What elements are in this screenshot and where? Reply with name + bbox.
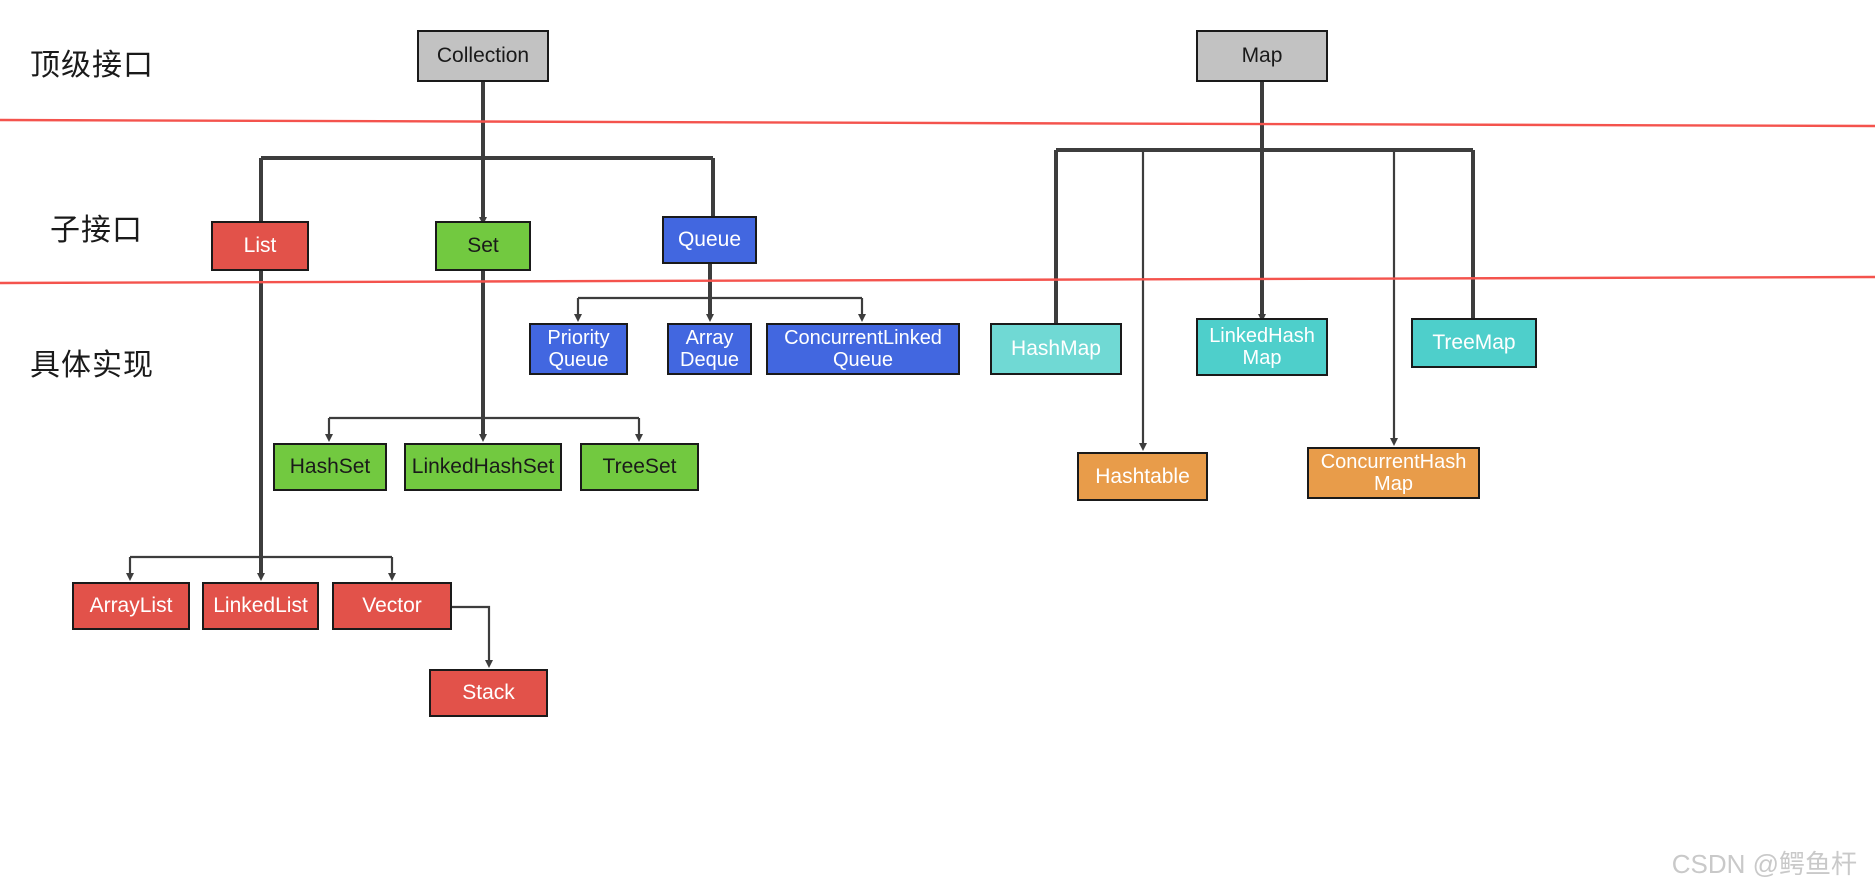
node-label-array-deque: Array Deque	[680, 326, 739, 371]
node-label-map: Map	[1241, 44, 1283, 68]
node-queue[interactable]: Queue	[662, 216, 757, 264]
node-map[interactable]: Map	[1196, 30, 1328, 82]
section-divider-divider-top	[0, 118, 1875, 128]
node-linkedhashmap[interactable]: LinkedHash Map	[1196, 318, 1328, 376]
node-label-collection: Collection	[436, 44, 530, 68]
node-label-treemap: TreeMap	[1432, 331, 1516, 355]
node-treeset[interactable]: TreeSet	[580, 443, 699, 491]
node-array-deque[interactable]: Array Deque	[667, 323, 752, 375]
node-label-priority-queue: Priority Queue	[547, 326, 610, 371]
node-label-concurrent-linked-queue: ConcurrentLinked Queue	[784, 326, 942, 371]
node-label-linkedhashset: LinkedHashSet	[411, 455, 555, 479]
node-concurrenthashmap[interactable]: ConcurrentHash Map	[1307, 447, 1480, 499]
node-arraylist[interactable]: ArrayList	[72, 582, 190, 630]
node-hashtable[interactable]: Hashtable	[1077, 452, 1208, 501]
node-set[interactable]: Set	[435, 221, 531, 271]
watermark: CSDN @鳄鱼杆	[1671, 849, 1857, 879]
node-stack[interactable]: Stack	[429, 669, 548, 717]
section-divider-divider-mid	[0, 275, 1875, 285]
node-label-linkedlist: LinkedList	[213, 594, 308, 618]
node-label-hashmap: HashMap	[1011, 337, 1101, 361]
node-linkedlist[interactable]: LinkedList	[202, 582, 319, 630]
node-label-queue: Queue	[677, 228, 742, 252]
node-label-concurrenthashmap: ConcurrentHash Map	[1320, 450, 1467, 495]
node-hashmap[interactable]: HashMap	[990, 323, 1122, 375]
node-label-hashtable: Hashtable	[1095, 464, 1190, 488]
row-label-top-interface: 顶级接口	[30, 49, 154, 82]
node-collection[interactable]: Collection	[417, 30, 549, 82]
node-concurrent-linked-queue[interactable]: ConcurrentLinked Queue	[766, 323, 960, 375]
row-label-sub-interface: 子接口	[50, 214, 143, 247]
node-linkedhashset[interactable]: LinkedHashSet	[404, 443, 562, 491]
node-label-stack: Stack	[462, 681, 515, 705]
node-treemap[interactable]: TreeMap	[1411, 318, 1537, 368]
node-label-set: Set	[467, 234, 499, 258]
edge-vector-to-stack	[452, 605, 493, 668]
row-label-implementation: 具体实现	[30, 349, 154, 382]
node-label-arraylist: ArrayList	[89, 594, 173, 618]
node-label-list: List	[243, 234, 277, 258]
node-label-vector: Vector	[362, 594, 422, 618]
node-list[interactable]: List	[211, 221, 309, 271]
node-vector[interactable]: Vector	[332, 582, 452, 630]
node-label-hashset: HashSet	[289, 455, 371, 479]
node-label-linkedhashmap: LinkedHash Map	[1209, 324, 1315, 369]
node-hashset[interactable]: HashSet	[273, 443, 387, 491]
node-priority-queue[interactable]: Priority Queue	[529, 323, 628, 375]
node-label-treeset: TreeSet	[602, 455, 677, 479]
